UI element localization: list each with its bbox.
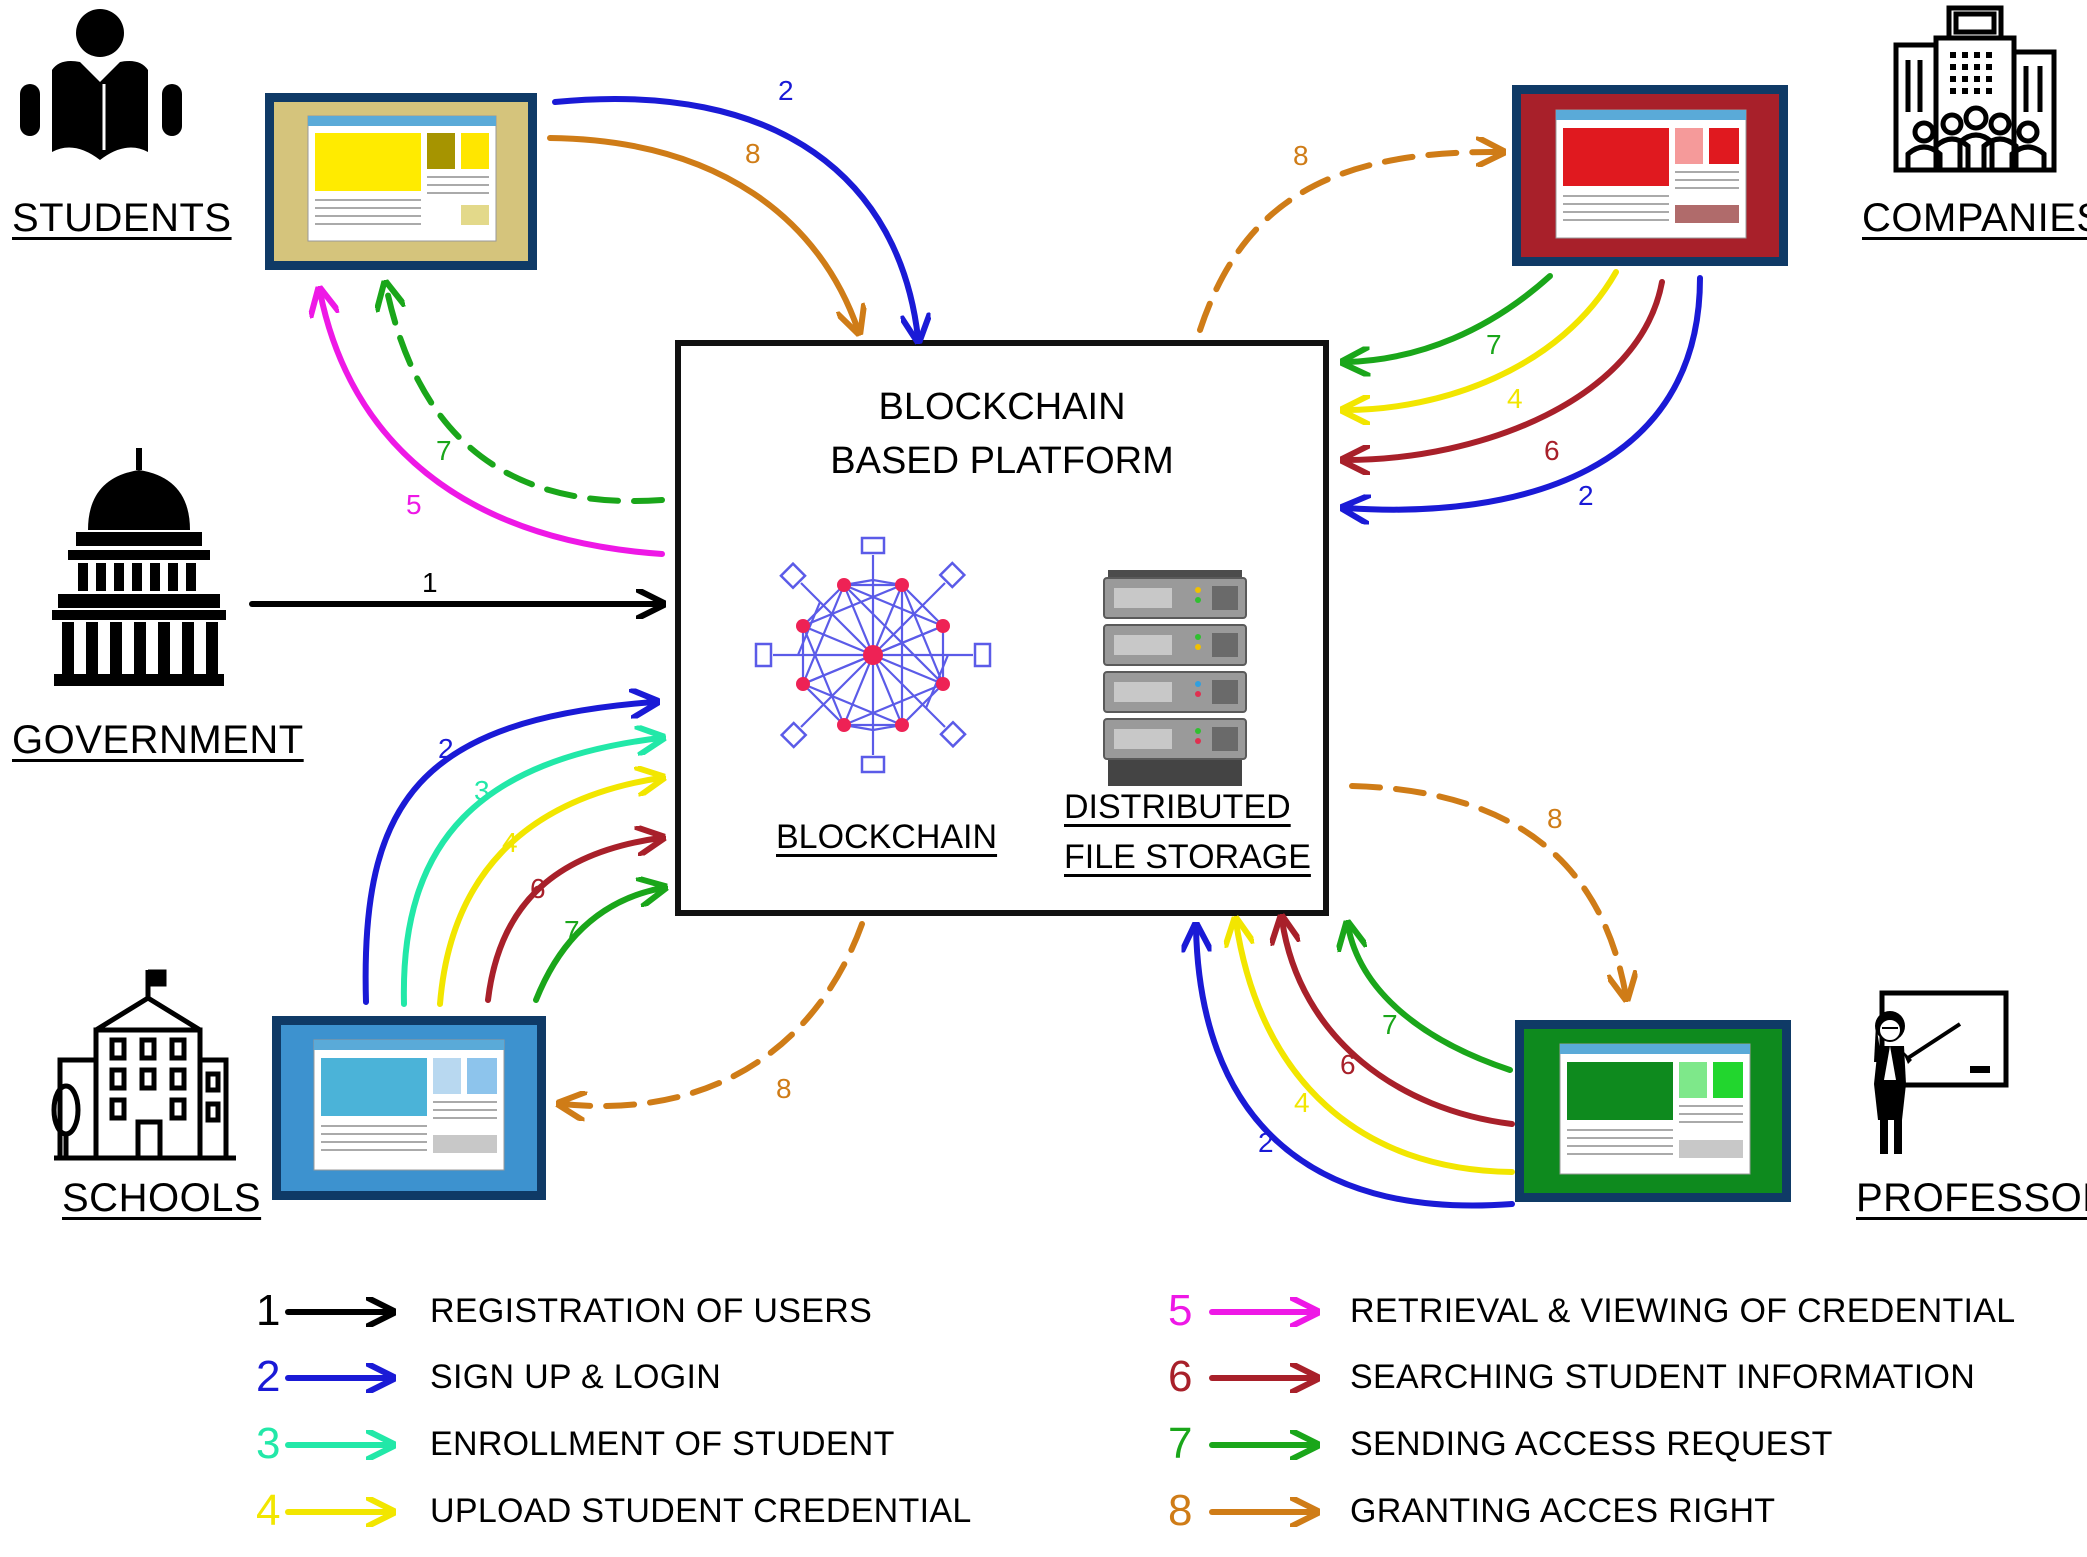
arrow-schools-access-request	[533, 888, 662, 1003]
arrow-schools-signup-login	[362, 702, 654, 1005]
government-label: GOVERNMENT	[12, 718, 304, 762]
legend-num-5: 5	[1168, 1286, 1193, 1335]
student-reading-icon	[20, 9, 182, 160]
legend-num-2: 2	[256, 1352, 281, 1401]
legend-text-4: UPLOAD STUDENT CREDENTIAL	[430, 1492, 972, 1530]
blockchain-network-icon	[754, 536, 992, 774]
legend-num-4: 4	[256, 1486, 281, 1535]
legend-text-6: SEARCHING STUDENT INFORMATION	[1350, 1358, 1976, 1396]
arrow-companies-access-request	[1346, 273, 1553, 362]
label-4-schools: 4	[502, 827, 518, 858]
government-building-icon	[52, 448, 226, 686]
legend-num-8: 8	[1168, 1486, 1193, 1535]
arrow-professors-upload	[1236, 922, 1515, 1175]
server-storage-icon	[1103, 570, 1247, 786]
legend-text-3: ENROLLMENT OF STUDENT	[430, 1425, 895, 1463]
label-8-schools: 8	[776, 1073, 792, 1104]
arrow-students-signup-login	[552, 96, 918, 338]
label-2-companies: 2	[1578, 480, 1594, 511]
arrow-schools-upload	[437, 778, 660, 1007]
arrow-students-access-request	[386, 286, 665, 504]
label-8-students: 8	[745, 138, 761, 169]
legend-text-5: RETRIEVAL & VIEWING OF CREDENTIAL	[1350, 1292, 2016, 1330]
professors-screen	[1515, 1020, 1791, 1202]
professor-teacher-icon	[1874, 990, 2009, 1154]
platform-title-line2: BASED PLATFORM	[830, 440, 1174, 482]
arrow-companies-granting-access	[1197, 152, 1500, 333]
arrow-professors-searching	[1282, 920, 1515, 1127]
school-building-icon	[51, 969, 236, 1161]
arrow-companies-searching	[1346, 279, 1665, 460]
label-8-professors: 8	[1547, 803, 1563, 834]
legend-text-7: SENDING ACCESS REQUEST	[1350, 1425, 1833, 1463]
label-5-students: 5	[406, 489, 422, 520]
flow-arrows	[249, 96, 1703, 1209]
label-1-government: 1	[422, 567, 438, 598]
label-6-professors: 6	[1340, 1049, 1356, 1080]
label-2-professors: 2	[1258, 1127, 1274, 1158]
arrow-students-retrieval	[320, 292, 665, 557]
storage-label-line1: DISTRIBUTED	[1064, 788, 1291, 826]
label-3-schools: 3	[474, 775, 490, 806]
label-7-professors: 7	[1382, 1009, 1398, 1040]
label-4-professors: 4	[1294, 1087, 1310, 1118]
label-4-companies: 4	[1507, 383, 1523, 414]
storage-label-line2: FILE STORAGE	[1064, 838, 1311, 876]
arrow-companies-upload	[1346, 269, 1619, 410]
arrow-students-granting-access	[547, 135, 858, 330]
companies-label: COMPANIES	[1862, 196, 2087, 240]
label-6-companies: 6	[1544, 435, 1560, 466]
label-7-schools: 7	[564, 915, 580, 946]
legend-num-6: 6	[1168, 1352, 1193, 1401]
platform-title-line1: BLOCKCHAIN	[878, 386, 1126, 428]
label-7-companies: 7	[1486, 329, 1502, 360]
label-2-schools: 2	[438, 733, 454, 764]
arrow-professors-granting-access	[1349, 783, 1626, 996]
blockchain-label: BLOCKCHAIN	[776, 818, 998, 856]
companies-screen	[1512, 85, 1788, 266]
label-7-students: 7	[436, 435, 452, 466]
professors-label: PROFESSORS	[1856, 1176, 2087, 1220]
students-screen	[265, 93, 537, 270]
legend-arrows	[285, 1312, 1314, 1512]
company-building-icon	[1893, 5, 2057, 173]
schools-screen	[272, 1016, 546, 1200]
legend-text-1: REGISTRATION OF USERS	[430, 1292, 873, 1330]
students-label: STUDENTS	[12, 196, 232, 240]
arrow-schools-granting-access	[562, 921, 865, 1106]
legend-num-3: 3	[256, 1419, 281, 1468]
label-6-schools: 6	[530, 873, 546, 904]
arrow-companies-signup-login	[1346, 275, 1703, 510]
label-2-students: 2	[778, 75, 794, 106]
arrow-schools-searching	[485, 838, 660, 1003]
arrow-professors-signup-login	[1196, 928, 1515, 1209]
arrow-professors-access-request	[1348, 926, 1513, 1073]
platform-content: BLOCKCHAIN BASED PLATFORM	[681, 346, 1323, 910]
schools-label: SCHOOLS	[62, 1176, 262, 1220]
legend-text-8: GRANTING ACCES RIGHT	[1350, 1492, 1776, 1530]
legend-num-7: 7	[1168, 1419, 1193, 1468]
legend-num-1: 1	[256, 1286, 281, 1335]
label-8-companies: 8	[1293, 140, 1309, 171]
arrow-schools-enrollment	[400, 738, 660, 1007]
legend-text-2: SIGN UP & LOGIN	[430, 1358, 722, 1396]
arrow-number-labels: 2 8 7 5 1 8 7 4 6 2 2 3 4 6 7 8 8 7 6 4 …	[406, 75, 1594, 1158]
